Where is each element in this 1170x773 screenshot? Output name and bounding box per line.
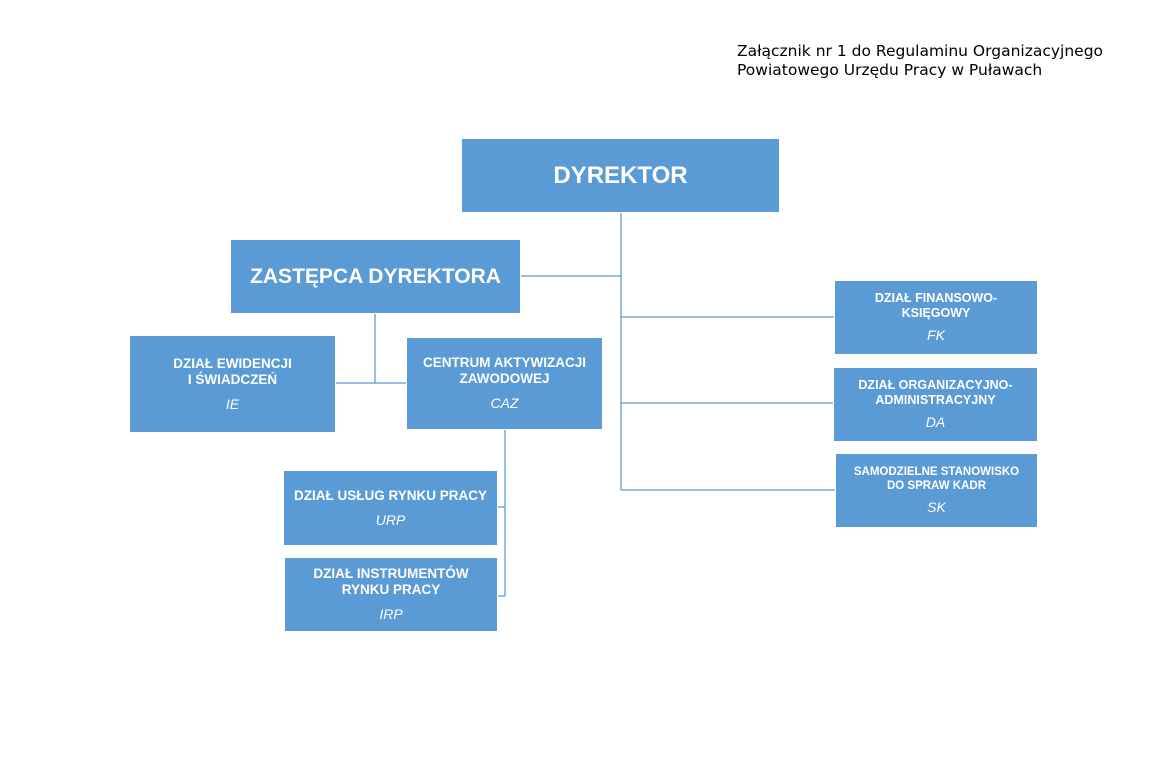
ie-name-line2: I ŚWIADCZEŃ [187,371,278,387]
urp-code: URP [375,511,406,528]
ie-department-name: DZIAŁ EWIDENCJI I ŚWIADCZEŃ [173,356,292,388]
da-name-line2: ADMINISTRACYJNY [875,393,996,407]
urp-department-name: DZIAŁ USŁUG RYNKU PRACY [294,488,487,504]
attachment-note-line1: Załącznik nr 1 do Regulaminu Organizacyj… [737,42,1104,60]
sk-name-line2: DO SPRAW KADR [886,480,986,492]
deputy-director-box: ZASTĘPCA DYREKTORA [230,239,521,314]
director-box: DYREKTOR [461,138,780,213]
fk-department-name: DZIAŁ FINANSOWO- KSIĘGOWY [875,291,997,321]
da-name-line1: DZIAŁ ORGANIZACYJNO- [858,378,1013,392]
attachment-note: Załącznik nr 1 do Regulaminu Organizacyj… [737,42,1103,80]
urp-name-line1: DZIAŁ USŁUG RYNKU PRACY [293,487,487,503]
caz-name-line1: CENTRUM AKTYWIZACJI [423,355,586,370]
irp-department-name: DZIAŁ INSTRUMENTÓW RYNKU PRACY [313,566,468,598]
da-department-name: DZIAŁ ORGANIZACYJNO- ADMINISTRACYJNY [858,378,1012,408]
sk-name-line1: SAMODZIELNE STANOWISKO [853,466,1020,478]
director-title: DYREKTOR [553,161,688,189]
caz-department-name: CENTRUM AKTYWIZACJI ZAWODOWEJ [423,355,586,387]
caz-code: CAZ [490,395,519,411]
fk-department-box: DZIAŁ FINANSOWO- KSIĘGOWY FK [834,280,1038,355]
sk-position-name: SAMODZIELNE STANOWISKO DO SPRAW KADR [854,465,1019,493]
sk-code: SK [927,499,946,515]
urp-department-box: DZIAŁ USŁUG RYNKU PRACY URP [283,470,498,546]
sk-position-box: SAMODZIELNE STANOWISKO DO SPRAW KADR SK [835,453,1038,528]
ie-code: IE [225,395,240,412]
caz-department-box: CENTRUM AKTYWIZACJI ZAWODOWEJ CAZ [406,337,603,430]
irp-department-box: DZIAŁ INSTRUMENTÓW RYNKU PRACY IRP [284,557,498,632]
ie-name-line1: DZIAŁ EWIDENCJI [173,355,292,371]
ie-department-box: DZIAŁ EWIDENCJI I ŚWIADCZEŃ IE [129,335,336,433]
fk-name-line1: DZIAŁ FINANSOWO- [874,291,998,305]
deputy-director-title: ZASTĘPCA DYREKTORA [250,264,501,288]
irp-name-line1: DZIAŁ INSTRUMENTÓW [313,566,469,581]
irp-code: IRP [379,606,403,622]
caz-name-line2: ZAWODOWEJ [459,371,550,386]
da-code: DA [925,414,946,430]
fk-name-line2: KSIĘGOWY [901,306,971,320]
fk-code: FK [927,327,945,343]
attachment-note-line2: Powiatowego Urzędu Pracy w Puławach [737,61,1043,79]
da-department-box: DZIAŁ ORGANIZACYJNO- ADMINISTRACYJNY DA [833,367,1038,442]
irp-name-line2: RYNKU PRACY [341,582,441,597]
